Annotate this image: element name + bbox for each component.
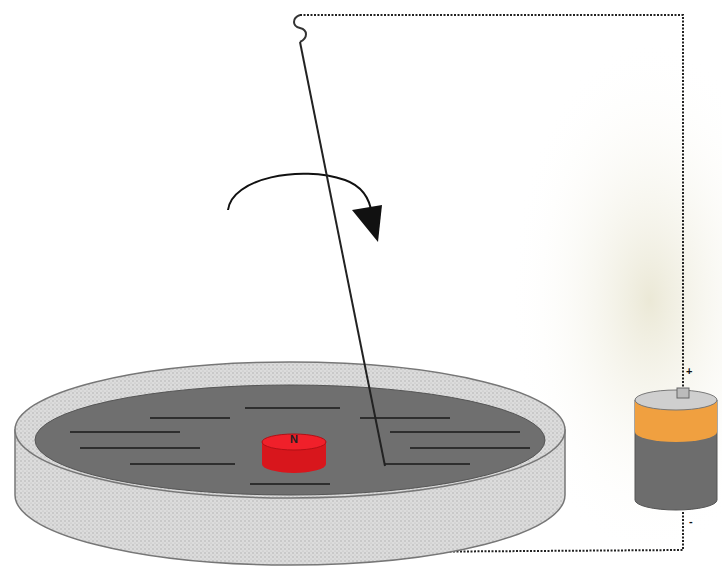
- rotation-arrow: [228, 174, 372, 215]
- battery-top: [635, 390, 717, 410]
- liquid: [35, 385, 545, 495]
- polarity-sign: +: [686, 366, 692, 377]
- liquid-ripples: [70, 408, 530, 484]
- battery-terminal: [677, 388, 689, 398]
- hook: [294, 15, 306, 42]
- arrowhead: [352, 205, 382, 242]
- pole-letter: N: [260, 434, 328, 445]
- dish-rim: [15, 362, 565, 498]
- polarity-sign: -: [689, 516, 693, 527]
- battery-body: [635, 400, 717, 510]
- text-holder: N: [260, 434, 328, 445]
- magnet: N: [260, 432, 328, 476]
- hanging-wire: [300, 42, 385, 466]
